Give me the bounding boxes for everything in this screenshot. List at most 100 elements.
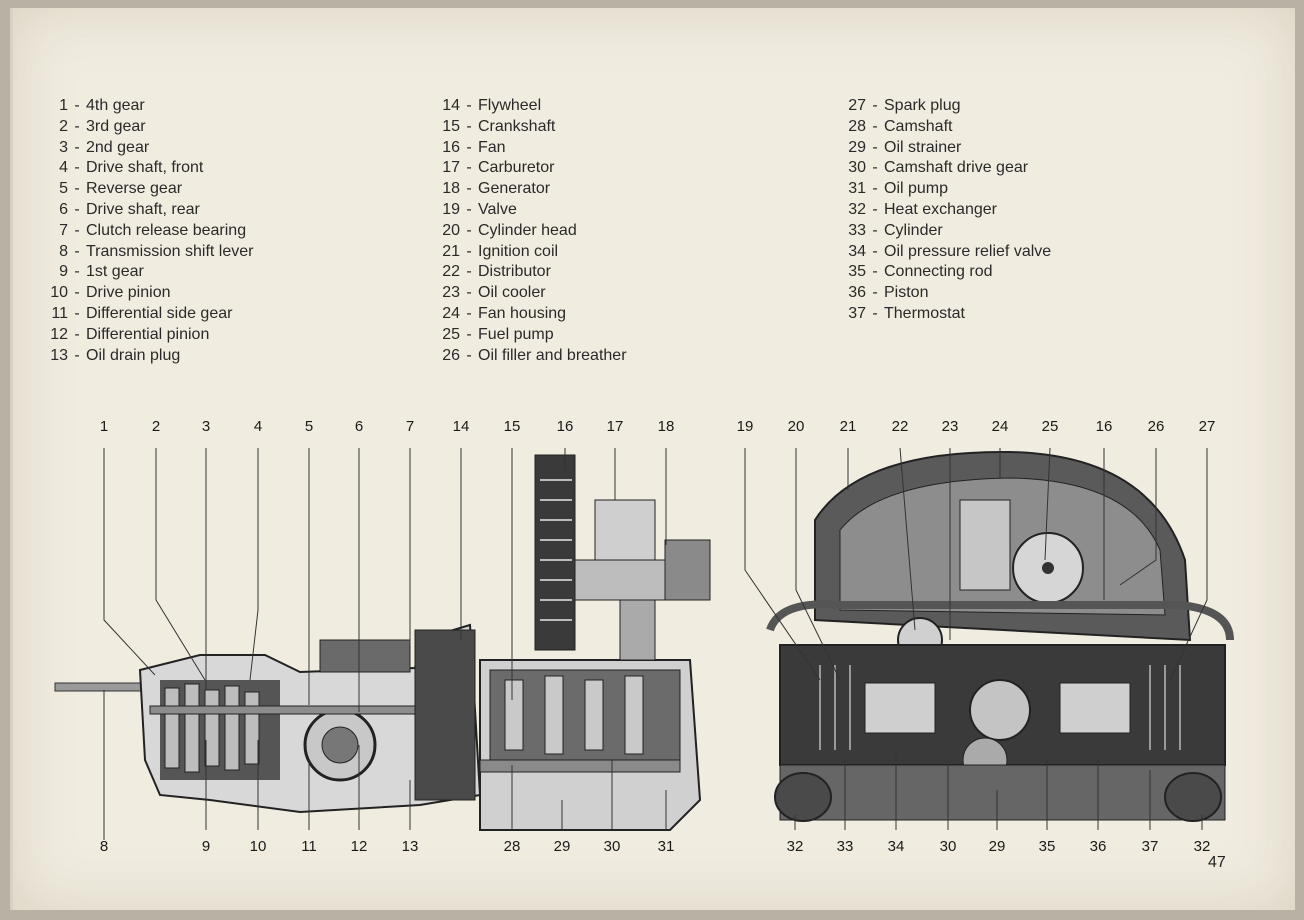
legend-item: 8-Transmission shift lever (38, 242, 253, 263)
legend-number: 21 (442, 242, 460, 260)
legend-item: 12-Differential pinion (38, 325, 253, 346)
legend-label: 3rd gear (86, 117, 146, 135)
callout-number: 28 (503, 838, 521, 855)
legend-item: 3-2nd gear (38, 138, 253, 159)
legend-number: 27 (848, 97, 866, 114)
legend-number: 22 (442, 263, 460, 281)
transmission-cutaway (54, 623, 482, 814)
legend-number: 32 (848, 200, 866, 218)
callout-number: 1 (99, 418, 109, 435)
legend-separator: - (74, 325, 80, 343)
legend-label: Thermostat (884, 304, 965, 322)
legend-item: 10-Drive pinion (38, 283, 253, 304)
legend-label: Drive pinion (86, 284, 171, 302)
legend-number: 14 (442, 97, 460, 114)
callout-number: 11 (301, 838, 317, 855)
callout-number: 33 (836, 838, 854, 855)
legend-item: 22-Distributor (432, 262, 627, 283)
legend-number: 4 (59, 159, 68, 177)
legend-label: Cylinder (884, 221, 943, 239)
callout-number: 6 (354, 418, 364, 435)
legend-label: Oil pump (884, 180, 949, 198)
callout-number: 5 (304, 418, 314, 435)
legend-item: 17-Carburetor (432, 158, 627, 179)
legend-item: 2-3rd gear (38, 117, 253, 138)
legend-item: 6-Drive shaft, rear (38, 200, 253, 221)
callout-number: 18 (657, 418, 675, 435)
page-number: 47 (1208, 854, 1226, 871)
legend-separator: - (872, 97, 878, 114)
legend-item: 27-Spark plug (838, 96, 1051, 117)
callout-number: 34 (887, 838, 905, 855)
legend-label: Spark plug (884, 97, 961, 114)
callout-number: 16 (556, 418, 574, 435)
legend-separator: - (74, 117, 80, 135)
legend-item: 13-Oil drain plug (38, 346, 253, 367)
legend-item: 4-Drive shaft, front (38, 158, 253, 179)
callout-number: 16 (1095, 418, 1113, 435)
legend-label: Reverse gear (86, 180, 183, 198)
legend-number: 18 (442, 180, 460, 198)
legend-label: Oil pressure relief valve (884, 242, 1052, 260)
legend-label: Piston (884, 284, 929, 302)
callout-number: 32 (786, 838, 804, 855)
legend-label: Differential pinion (86, 325, 210, 343)
legend-label: Fuel pump (478, 325, 554, 343)
legend-separator: - (74, 284, 80, 302)
legend-number: 11 (51, 304, 68, 322)
legend-label: Differential side gear (86, 304, 233, 322)
callout-number: 27 (1198, 418, 1216, 435)
legend-separator: - (872, 180, 878, 198)
legend-number: 36 (848, 284, 866, 302)
legend-number: 12 (50, 325, 68, 343)
callout-number: 24 (991, 418, 1009, 435)
legend-separator: - (74, 221, 80, 239)
legend-number: 30 (848, 159, 866, 177)
legend-number: 1 (59, 97, 68, 114)
legend-item: 14-Flywheel (432, 96, 627, 117)
legend-number: 28 (848, 117, 866, 135)
legend-number: 8 (59, 242, 68, 260)
callout-number: 35 (1038, 838, 1056, 855)
legend-separator: - (74, 138, 80, 156)
legend-item: 36-Piston (838, 283, 1051, 304)
legend-separator: - (74, 97, 80, 114)
legend-label: Valve (478, 200, 517, 218)
legend-item: 7-Clutch release bearing (38, 221, 253, 242)
legend-number: 33 (848, 221, 866, 239)
legend-number: 17 (442, 159, 460, 177)
legend-separator: - (872, 263, 878, 281)
legend-separator: - (466, 97, 472, 114)
legend-item: 15-Crankshaft (432, 117, 627, 138)
callout-number: 15 (503, 418, 521, 435)
legend-label: Oil cooler (478, 284, 546, 302)
callout-number: 23 (941, 418, 959, 435)
legend-item: 29-Oil strainer (838, 138, 1051, 159)
legend-separator: - (466, 242, 472, 260)
legend-separator: - (466, 325, 472, 343)
legend-number: 9 (59, 263, 68, 281)
legend-item: 23-Oil cooler (432, 283, 627, 304)
legend-item: 28-Camshaft (838, 117, 1051, 138)
legend-label: Fan housing (478, 304, 567, 322)
legend-separator: - (872, 159, 878, 177)
callout-number: 30 (603, 838, 621, 855)
legend-separator: - (466, 200, 472, 218)
legend-separator: - (466, 117, 472, 135)
legend-label: Clutch release bearing (86, 221, 247, 239)
legend-separator: - (872, 117, 878, 135)
legend-item: 33-Cylinder (838, 221, 1051, 242)
legend-label: Oil strainer (884, 138, 962, 156)
legend-separator: - (74, 346, 80, 364)
callout-number: 14 (452, 418, 470, 435)
legend-item: 20-Cylinder head (432, 221, 627, 242)
legend-label: 4th gear (86, 97, 145, 114)
legend-label: Camshaft (884, 117, 953, 135)
legend-separator: - (872, 200, 878, 218)
legend-number: 2 (59, 117, 68, 135)
legend-number: 16 (442, 138, 460, 156)
legend-separator: - (74, 180, 80, 198)
legend-separator: - (466, 346, 472, 364)
legend-item: 21-Ignition coil (432, 242, 627, 263)
